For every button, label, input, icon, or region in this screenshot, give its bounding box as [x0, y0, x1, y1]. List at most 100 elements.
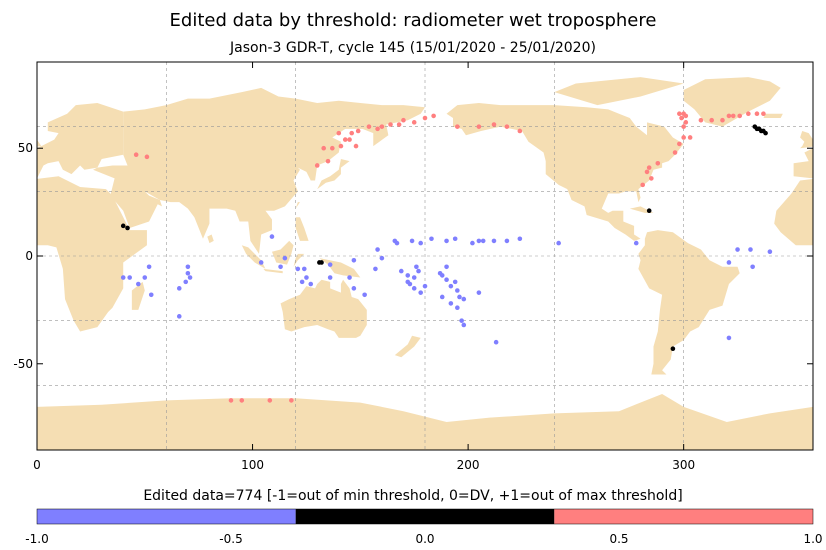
data-point	[142, 275, 148, 280]
data-point	[448, 283, 454, 289]
data-point	[176, 314, 182, 319]
land-philippines	[295, 217, 309, 241]
data-point	[295, 266, 301, 272]
data-point	[321, 145, 326, 151]
colorbar-tick-label: -1.0	[25, 532, 49, 546]
data-point	[228, 398, 234, 403]
data-point	[411, 120, 417, 125]
x-tick-label: 0	[33, 458, 41, 472]
data-point	[679, 115, 684, 121]
data-point	[267, 398, 273, 403]
data-point	[677, 141, 682, 147]
left-margin	[0, 0, 37, 470]
data-point	[429, 236, 434, 242]
data-point	[687, 135, 693, 140]
colorbar-frame	[36, 508, 814, 525]
data-point	[750, 264, 755, 270]
data-point	[301, 266, 307, 272]
data-point	[351, 286, 357, 291]
chart-title: Edited data by threshold: radiometer wet…	[169, 10, 657, 31]
data-point	[683, 120, 689, 125]
x-tick-label: 100	[241, 458, 264, 472]
data-point	[726, 113, 732, 119]
land-new-zealand	[394, 335, 421, 358]
data-point	[388, 122, 393, 127]
x-tick-label: 300	[672, 458, 695, 472]
land-asia	[93, 87, 426, 254]
land-sri-lanka	[207, 234, 214, 244]
data-point	[187, 275, 193, 280]
land-madagascar	[131, 281, 145, 310]
data-point	[746, 111, 751, 117]
data-point	[379, 124, 385, 129]
data-point	[338, 143, 344, 149]
data-point	[342, 137, 348, 142]
data-point	[720, 117, 725, 123]
land-antarctica	[37, 393, 813, 450]
data-point	[737, 113, 743, 119]
data-point	[444, 277, 449, 283]
data-point	[373, 266, 378, 272]
data-point	[396, 122, 402, 127]
data-point	[269, 234, 275, 239]
data-point	[709, 117, 714, 123]
data-point	[416, 268, 421, 274]
data-point	[185, 270, 191, 276]
data-point	[349, 130, 355, 136]
colorbar-tick-label: 1.0	[803, 532, 823, 546]
data-point	[418, 240, 423, 246]
data-point	[148, 292, 154, 298]
data-point	[289, 398, 294, 403]
land-japan	[317, 159, 350, 190]
data-point	[325, 158, 331, 164]
data-point	[726, 335, 732, 341]
colorbar-segment	[554, 509, 813, 524]
data-point	[459, 318, 464, 323]
data-point	[411, 275, 417, 280]
data-point	[646, 165, 652, 170]
data-point	[455, 124, 460, 129]
data-point	[146, 264, 152, 270]
data-point	[347, 137, 352, 142]
data-point	[304, 275, 309, 280]
data-point	[136, 281, 141, 287]
data-point	[239, 398, 245, 403]
data-point	[452, 279, 458, 285]
data-point	[640, 182, 646, 188]
data-point	[176, 286, 182, 291]
colorbar-label: Edited data=774 [-1=out of min threshold…	[143, 488, 683, 504]
data-point	[308, 281, 314, 287]
colorbar-segment	[37, 509, 296, 524]
data-point	[144, 154, 150, 160]
data-point	[735, 247, 740, 252]
data-point	[422, 115, 428, 121]
colorbar-tick-label: 0.5	[609, 532, 629, 546]
data-point	[282, 255, 288, 261]
data-point	[644, 169, 650, 175]
data-point	[185, 264, 191, 270]
data-point	[455, 305, 460, 311]
data-point	[491, 238, 497, 244]
data-point	[767, 249, 773, 254]
data-point	[476, 124, 482, 129]
data-point	[314, 163, 320, 168]
colorbar-tick-label: -0.5	[219, 532, 243, 546]
data-point	[353, 143, 359, 149]
data-point	[761, 111, 766, 117]
data-point	[455, 288, 460, 293]
y-tick-label: 0	[25, 249, 33, 263]
data-point	[476, 238, 482, 244]
data-point	[748, 247, 753, 252]
chart-subtitle: Jason-3 GDR-T, cycle 145 (15/01/2020 - 2…	[230, 40, 596, 56]
data-point	[448, 301, 454, 306]
data-point	[351, 258, 357, 263]
data-point	[133, 152, 139, 157]
land-australia	[280, 279, 367, 338]
data-point	[517, 128, 523, 134]
land-europe	[17, 102, 124, 179]
data-point	[444, 264, 449, 270]
data-point	[409, 238, 415, 244]
data-point	[763, 130, 768, 136]
data-point	[461, 322, 467, 328]
